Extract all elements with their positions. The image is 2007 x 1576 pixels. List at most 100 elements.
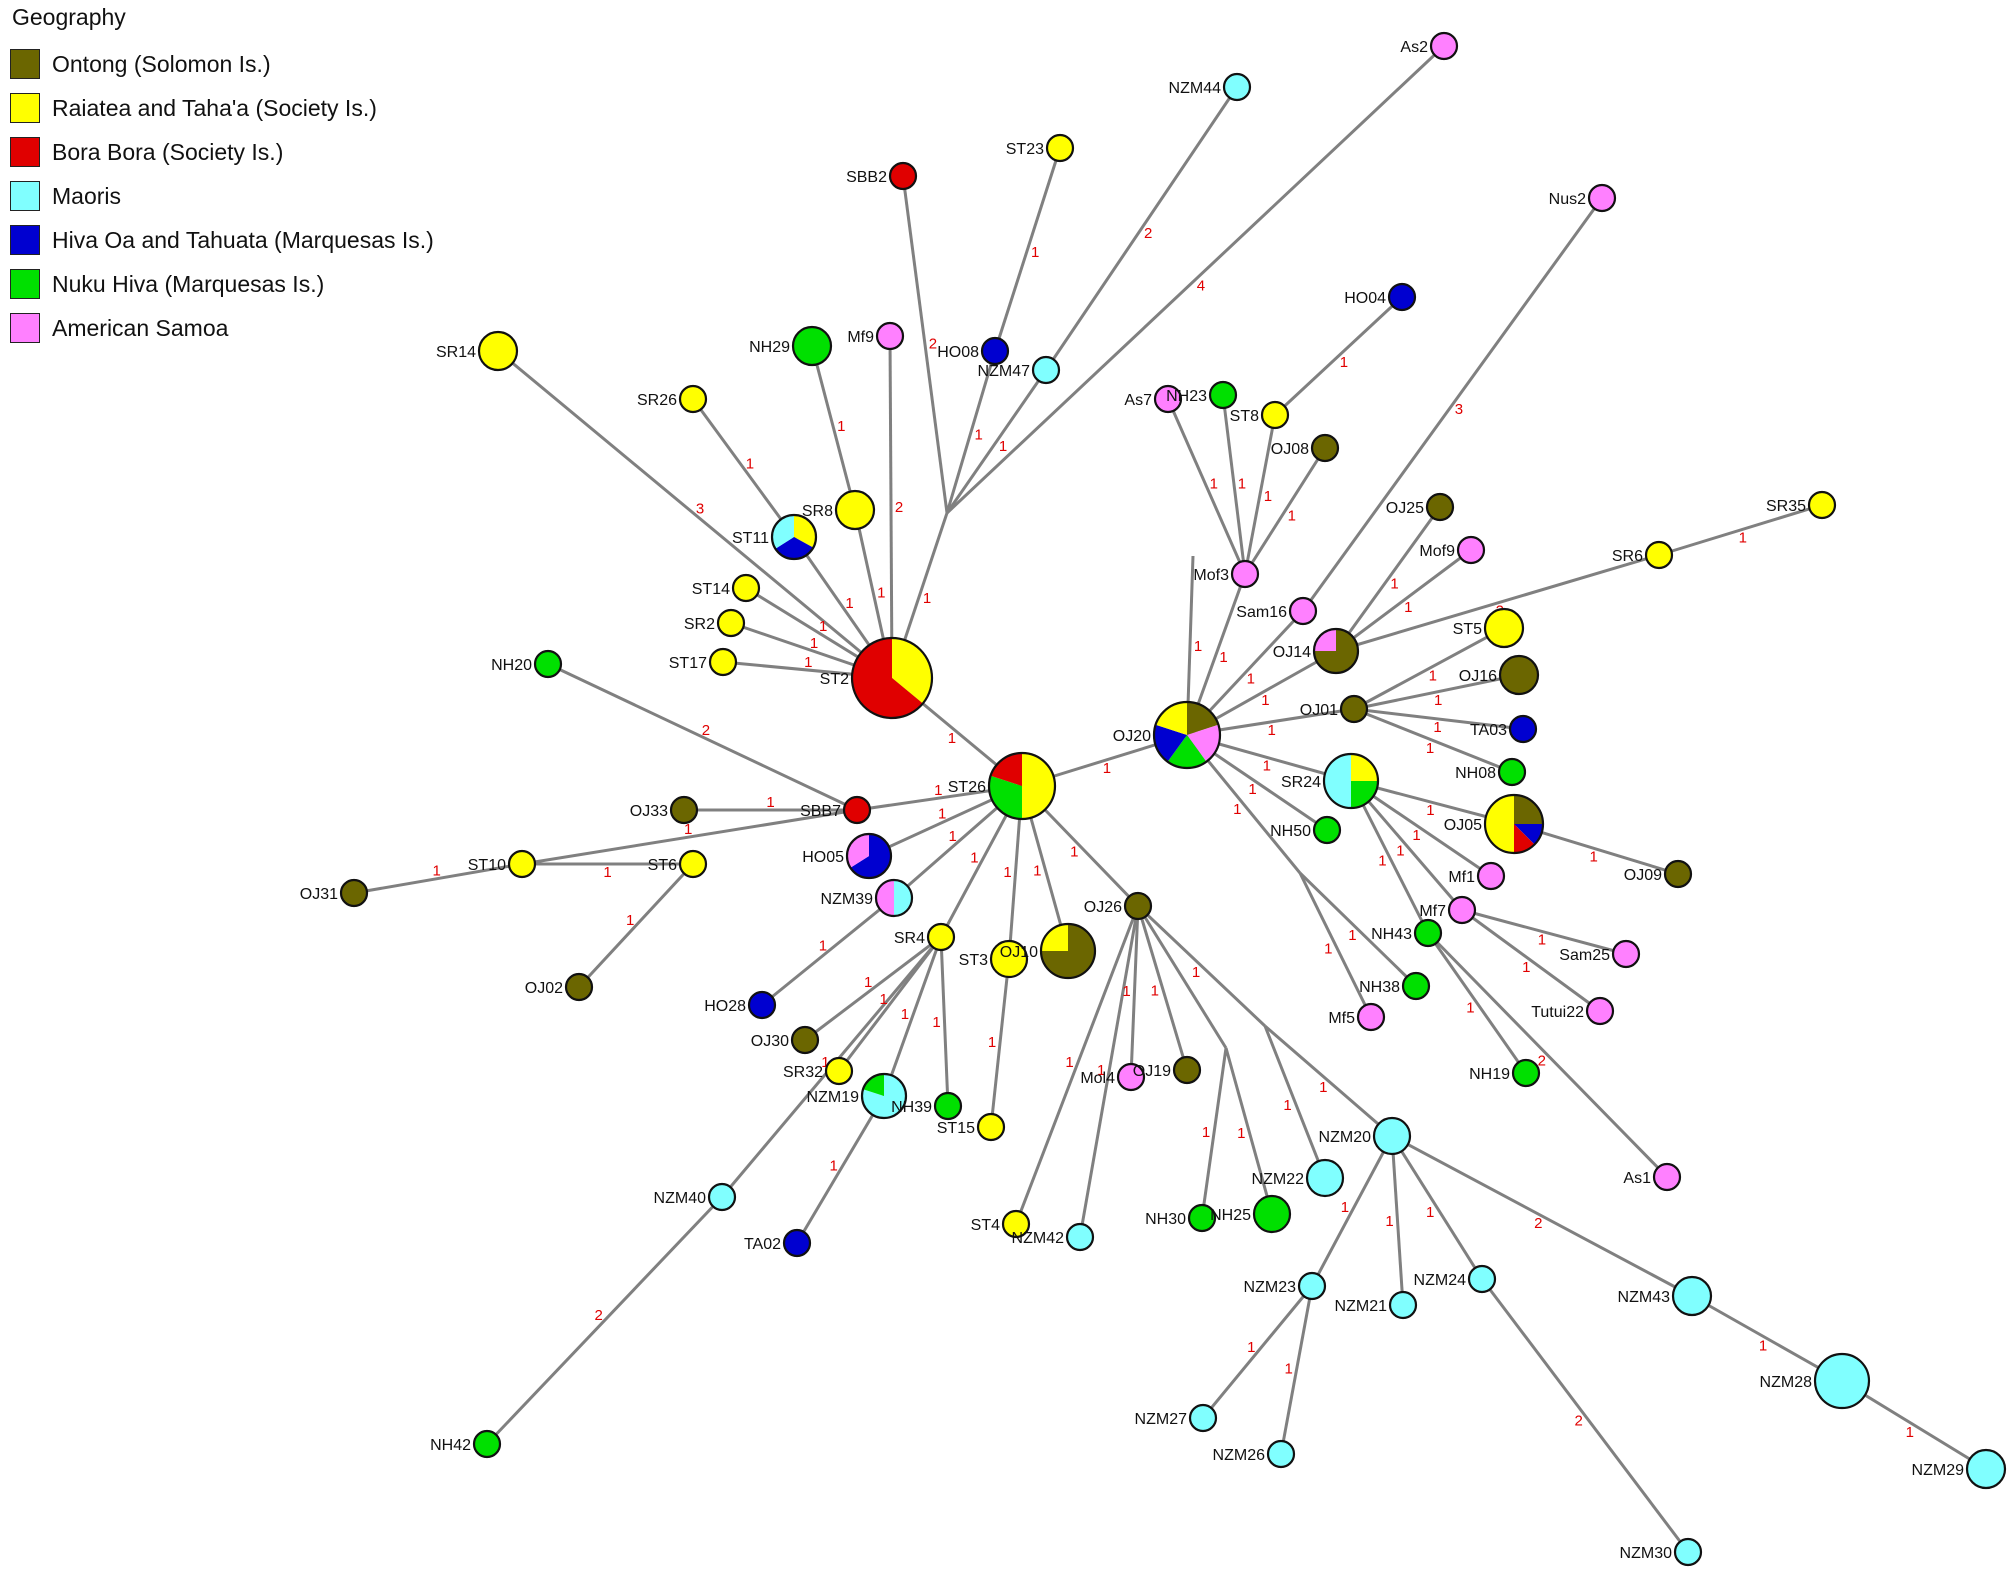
haplotype-node-NZM39	[874, 878, 914, 918]
mutation-count: 1	[603, 864, 611, 881]
node-label-TA03: TA03	[1470, 722, 1507, 739]
edge-SR4-NZM19	[882, 936, 943, 1097]
node-label-OJ20: OJ20	[1113, 728, 1151, 745]
legend-swatch	[10, 49, 40, 79]
haplotype-node-OJ08	[1310, 433, 1340, 463]
edge-J1-SBB2	[901, 175, 949, 514]
node-label-OJ16: OJ16	[1459, 668, 1497, 685]
mutation-count: 4	[1197, 277, 1205, 294]
node-slice-raiatea	[733, 575, 759, 601]
node-slice-nuku	[1499, 759, 1525, 785]
mutation-count: 1	[766, 794, 774, 811]
edge-NZM20-NZM21	[1390, 1135, 1405, 1306]
node-label-NZM23: NZM23	[1244, 1279, 1297, 1296]
node-label-Mof9: Mof9	[1419, 543, 1455, 560]
node-label-NH29: NH29	[749, 339, 790, 356]
node-slice-nuku	[535, 651, 561, 677]
node-outline	[731, 573, 761, 603]
mutation-count: 1	[1404, 599, 1412, 616]
node-outline	[1065, 1222, 1095, 1252]
node-slice-raiatea	[710, 649, 736, 675]
mutation-count: 1	[1202, 1124, 1210, 1141]
node-label-SR6: SR6	[1612, 548, 1643, 565]
node-slice-ontong	[1514, 795, 1543, 824]
node-slice-bora	[1514, 824, 1535, 853]
node-slice-nuku	[1189, 1205, 1215, 1231]
edge-OJ26-ST4	[1014, 905, 1140, 1225]
node-slice-raiatea	[978, 1114, 1004, 1140]
node-slice-nuku	[1167, 735, 1207, 768]
node-outline	[791, 325, 833, 367]
node-slice-samoa	[1118, 1064, 1144, 1090]
node-label-HO28: HO28	[704, 998, 746, 1015]
node-label-SR32: SR32	[783, 1064, 823, 1081]
node-label-NH42: NH42	[430, 1437, 471, 1454]
edge-J1-NZM47	[945, 369, 1048, 514]
haplotype-node-SR32	[824, 1056, 854, 1086]
node-outline	[1339, 694, 1369, 724]
node-slice-nuku	[863, 1074, 884, 1096]
mutation-count: 3	[696, 500, 704, 517]
node-slice-bora	[852, 637, 923, 719]
node-label-OJ01: OJ01	[1300, 702, 1338, 719]
node-outline	[976, 1112, 1006, 1142]
node-outline	[1413, 918, 1443, 948]
node-outline	[850, 636, 934, 720]
node-slice-ontong	[566, 974, 592, 1000]
node-slice-maoris	[1675, 1539, 1701, 1565]
node-label-NZM44: NZM44	[1169, 80, 1222, 97]
node-slice-raiatea	[1022, 753, 1055, 819]
mutation-count: 2	[1144, 225, 1152, 242]
haplotype-node-SBB7	[842, 795, 872, 825]
node-outline	[824, 1056, 854, 1086]
node-label-NZM21: NZM21	[1335, 1298, 1388, 1315]
node-label-OJ31: OJ31	[300, 886, 338, 903]
mutation-count: 1	[1348, 927, 1356, 944]
mutation-count: 1	[988, 1034, 996, 1051]
mutation-count: 2	[1534, 1215, 1542, 1232]
haplotype-node-NH29	[791, 325, 833, 367]
mutation-count: 1	[1341, 1199, 1349, 1216]
node-label-Mf7: Mf7	[1419, 903, 1446, 920]
node-label-NH25: NH25	[1210, 1207, 1251, 1224]
node-slice-maoris	[1469, 1266, 1495, 1292]
mutation-count: 3	[1455, 401, 1463, 418]
node-label-As2: As2	[1400, 39, 1428, 56]
mutation-count: 1	[432, 863, 440, 880]
mutation-count: 1	[1538, 932, 1546, 949]
node-outline	[790, 1025, 820, 1055]
legend-label: Ontong (Solomon Is.)	[52, 50, 271, 77]
haplotype-node-TA03	[1508, 714, 1538, 744]
node-outline	[1310, 433, 1340, 463]
node-label-Nus2: Nus2	[1549, 191, 1586, 208]
node-label-NH19: NH19	[1469, 1066, 1510, 1083]
haplotype-node-NH42	[472, 1429, 502, 1459]
mutation-count: 1	[1033, 863, 1041, 880]
node-slice-raiatea	[928, 924, 954, 950]
haplotype-node-ST17	[708, 647, 738, 677]
legend-label: Maoris	[52, 182, 122, 209]
node-label-Mof3: Mof3	[1193, 567, 1229, 584]
node-slice-maoris	[1268, 1441, 1294, 1467]
haplotype-node-OJ31	[339, 878, 369, 908]
node-outline	[1260, 400, 1290, 430]
node-outline	[874, 878, 914, 918]
node-outline	[1372, 1116, 1412, 1156]
node-slice-samoa	[1587, 998, 1613, 1024]
haplotype-node-Sam25	[1611, 939, 1641, 969]
edge-NZM23-NZM26	[1279, 1285, 1314, 1455]
haplotype-node-Mf9	[875, 321, 905, 351]
mutation-count: 1	[1151, 982, 1159, 999]
node-label-As7: As7	[1124, 392, 1152, 409]
edge-NZM39-HO28	[761, 896, 895, 1007]
edge-SR24-Mf7	[1349, 780, 1464, 911]
edge-J3-NH38	[1298, 871, 1418, 988]
node-outline	[1187, 1203, 1217, 1233]
node-slice-samoa	[876, 880, 894, 916]
mutation-count: 1	[1261, 692, 1269, 709]
node-label-NZM39: NZM39	[821, 891, 874, 908]
haplotype-node-NH23	[1208, 380, 1238, 410]
node-label-SR24: SR24	[1281, 774, 1321, 791]
node-label-ST4: ST4	[971, 1217, 1000, 1234]
legend-label: American Samoa	[52, 314, 229, 341]
